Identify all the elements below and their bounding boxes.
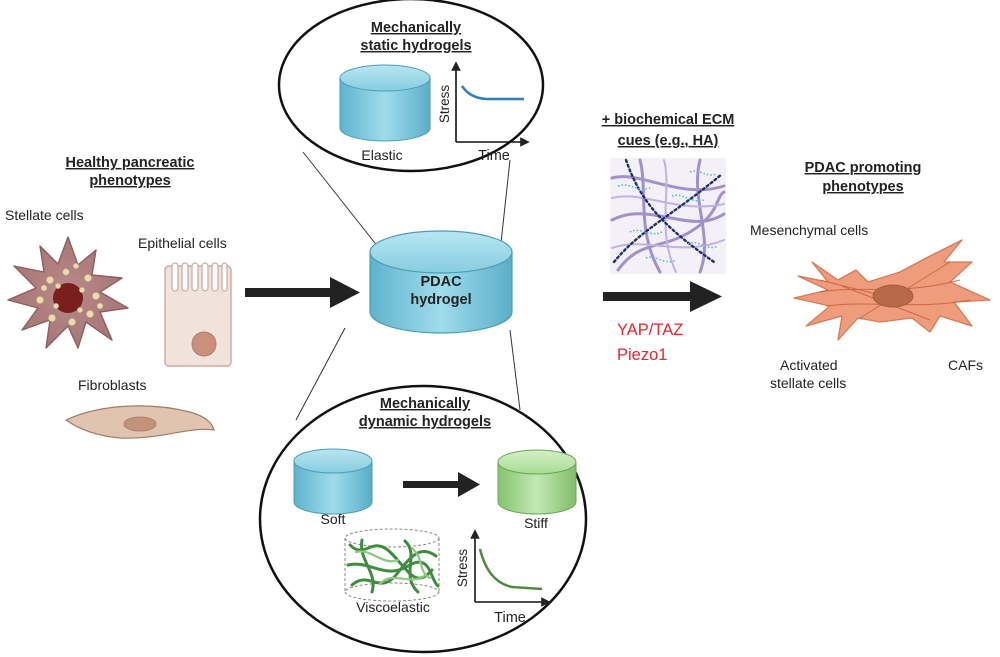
- stellate-cell-illustration: [7, 236, 129, 349]
- zoom-connector-lines: [295, 151, 521, 421]
- healthy-title-line1: Healthy pancreatic: [66, 155, 195, 171]
- static-hydrogels-panel: Mechanically static hydrogels Elastic St…: [277, 0, 545, 173]
- mesenchymal-cell-illustration: [793, 239, 991, 341]
- dynamic-hydrogels-panel: Mechanically dynamic hydrogels Soft Stif…: [258, 384, 588, 654]
- ecm-fiber-network-image: [610, 158, 726, 274]
- static-title-line1: Mechanically: [371, 20, 461, 36]
- stiff-label: Stiff: [524, 515, 548, 531]
- soft-to-stiff-arrow: [403, 472, 480, 497]
- static-stress-axis-label: Stress: [437, 85, 452, 124]
- activated-stellate-label-line1: Activated: [780, 357, 838, 373]
- promoting-title-line1: PDAC promoting: [805, 160, 922, 176]
- pdac-hydrogel-label-line2: hydrogel: [410, 292, 471, 308]
- cafs-label: CAFs: [948, 357, 983, 373]
- mesenchymal-cells-label: Mesenchymal cells: [750, 222, 868, 238]
- static-stress-time-plot: Stress Time: [437, 61, 530, 164]
- static-stress-curve: [460, 85, 524, 101]
- dynamic-stress-time-plot: Stress Time: [455, 529, 551, 626]
- promoting-phenotypes-panel: PDAC promoting phenotypes Mesenchymal ce…: [750, 160, 991, 391]
- fibroblast-illustration: [64, 405, 215, 439]
- elastic-label: Elastic: [361, 147, 402, 163]
- healthy-title-line2: phenotypes: [89, 173, 170, 189]
- viscoelastic-network-cylinder: [344, 528, 440, 602]
- dynamic-stress-axis-label: Stress: [455, 549, 470, 588]
- elastic-hydrogel-cylinder: [339, 64, 431, 142]
- dynamic-title-line1: Mechanically: [380, 396, 470, 412]
- pdac-hydrogel-cylinder: PDAC hydrogel: [369, 230, 513, 334]
- ecm-title-line2: cues (e.g., HA): [618, 133, 719, 149]
- dynamic-stress-curve: [478, 548, 543, 591]
- fibroblasts-label: Fibroblasts: [78, 377, 146, 393]
- soft-hydrogel-cylinder: [293, 448, 373, 515]
- pdac-to-promoting-arrow: [603, 281, 722, 312]
- dynamic-title-line2: dynamic hydrogels: [359, 414, 491, 430]
- pdac-hydrogel-label-line1: PDAC: [420, 274, 462, 290]
- ecm-title-line1: + biochemical ECM: [602, 112, 735, 128]
- promoting-title-line2: phenotypes: [822, 179, 903, 195]
- yap-taz-label: YAP/TAZ: [617, 321, 683, 339]
- epithelial-cell-illustration: [164, 262, 232, 367]
- activated-stellate-label-line2: stellate cells: [770, 375, 846, 391]
- static-title-line2: static hydrogels: [360, 38, 471, 54]
- viscoelastic-label: Viscoelastic: [356, 599, 430, 615]
- stiff-hydrogel-cylinder: [497, 449, 577, 515]
- stellate-cells-label: Stellate cells: [5, 207, 84, 223]
- dynamic-time-axis-label: Time: [494, 610, 526, 626]
- healthy-phenotypes-panel: Healthy pancreatic phenotypes Stellate c…: [5, 155, 232, 439]
- soft-label: Soft: [321, 511, 346, 527]
- healthy-to-pdac-arrow: [245, 277, 360, 308]
- ecm-cues-panel: + biochemical ECM cues (e.g., HA): [602, 112, 735, 274]
- piezo1-label: Piezo1: [617, 346, 667, 364]
- static-time-axis-label: Time: [478, 148, 510, 164]
- epithelial-cells-label: Epithelial cells: [138, 235, 227, 251]
